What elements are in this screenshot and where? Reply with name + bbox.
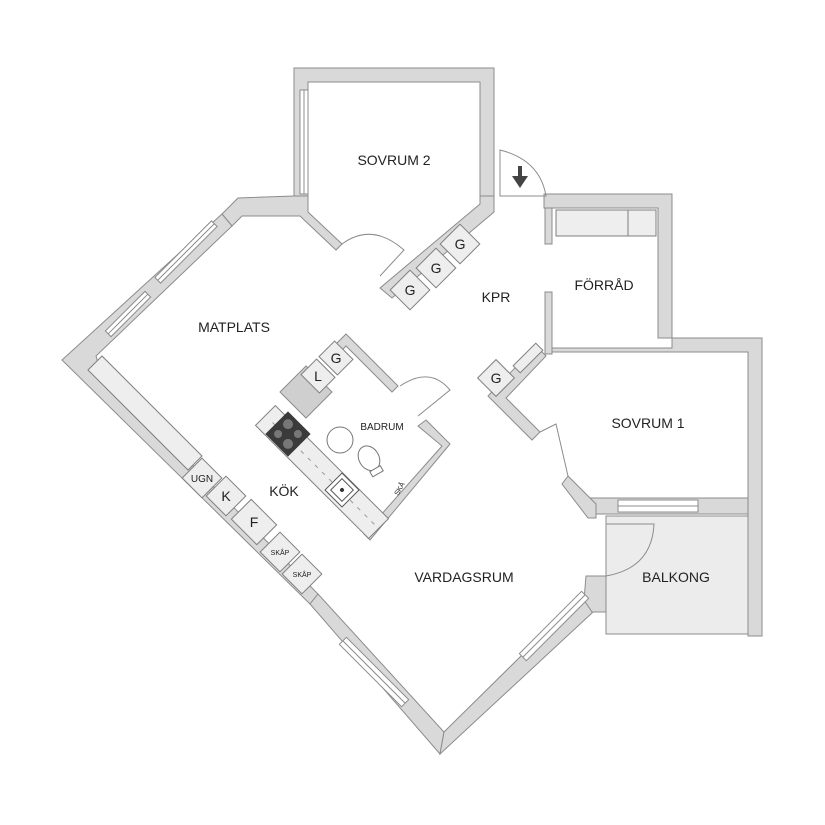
door-badrum xyxy=(399,376,451,417)
wall-forrad-left-upper xyxy=(544,207,553,245)
balcony-floor xyxy=(605,515,749,635)
cabinet-label-2: SKÅP xyxy=(293,570,312,579)
oven-label: UGN xyxy=(191,474,213,485)
room-sovrum1: SOVRUM 1 xyxy=(611,415,684,431)
wardrobe-label-3: G xyxy=(455,236,466,252)
wall-sovrum2-top xyxy=(293,67,495,211)
wardrobe-label-4: G xyxy=(491,370,502,386)
room-balkong: BALKONG xyxy=(642,569,710,585)
room-sovrum2: SOVRUM 2 xyxy=(357,152,430,168)
washbasin-icon xyxy=(326,426,354,454)
fridge-label: K xyxy=(221,488,231,504)
wardrobe-label-2: G xyxy=(431,260,442,276)
room-forrad: FÖRRÅD xyxy=(574,276,633,293)
forrad-shelf-end xyxy=(627,209,657,237)
wall-forrad-left-lower xyxy=(544,291,553,355)
counter-left xyxy=(87,355,203,471)
doors xyxy=(341,149,655,577)
door-sovrum1 xyxy=(539,423,569,477)
door-balcony xyxy=(605,523,655,577)
toilet-icon xyxy=(357,445,384,478)
room-badrum: BADRUM xyxy=(360,422,403,433)
linen-label: L xyxy=(314,368,322,384)
cabinet-label-1: SKÅP xyxy=(271,548,290,557)
wall-entry-forrad-top xyxy=(543,193,673,339)
wardrobes-kpr: G G G G xyxy=(389,223,544,398)
sink-icon xyxy=(324,472,360,508)
wall-outer-bottom-right xyxy=(439,585,607,756)
walls xyxy=(61,67,763,756)
wardrobe-label-1: G xyxy=(405,282,416,298)
door-entrance xyxy=(499,149,547,197)
freezer-label: F xyxy=(250,514,259,530)
room-matplats: MATPLATS xyxy=(198,319,270,335)
windows xyxy=(104,89,699,708)
room-labels: SOVRUM 2 MATPLATS KPR FÖRRÅD BADRUM KÖK … xyxy=(198,152,710,585)
room-kok: KÖK xyxy=(269,482,299,499)
kitchen-bath-block: L G SKÅ xyxy=(254,333,451,541)
entrance-arrow-icon xyxy=(512,166,528,188)
wall-sovrum1-left-lower xyxy=(561,475,597,519)
door-sovrum2 xyxy=(341,233,405,277)
room-kpr: KPR xyxy=(482,289,511,305)
wardrobe-label-5: G xyxy=(331,350,342,366)
wall-sovrum2-left-lower xyxy=(221,195,343,251)
wall-sovrum1-top xyxy=(551,337,763,637)
kitchen-appliance-row: UGN K F SKÅP SKÅP xyxy=(87,355,323,595)
room-vardagsrum: VARDAGSRUM xyxy=(414,569,513,585)
